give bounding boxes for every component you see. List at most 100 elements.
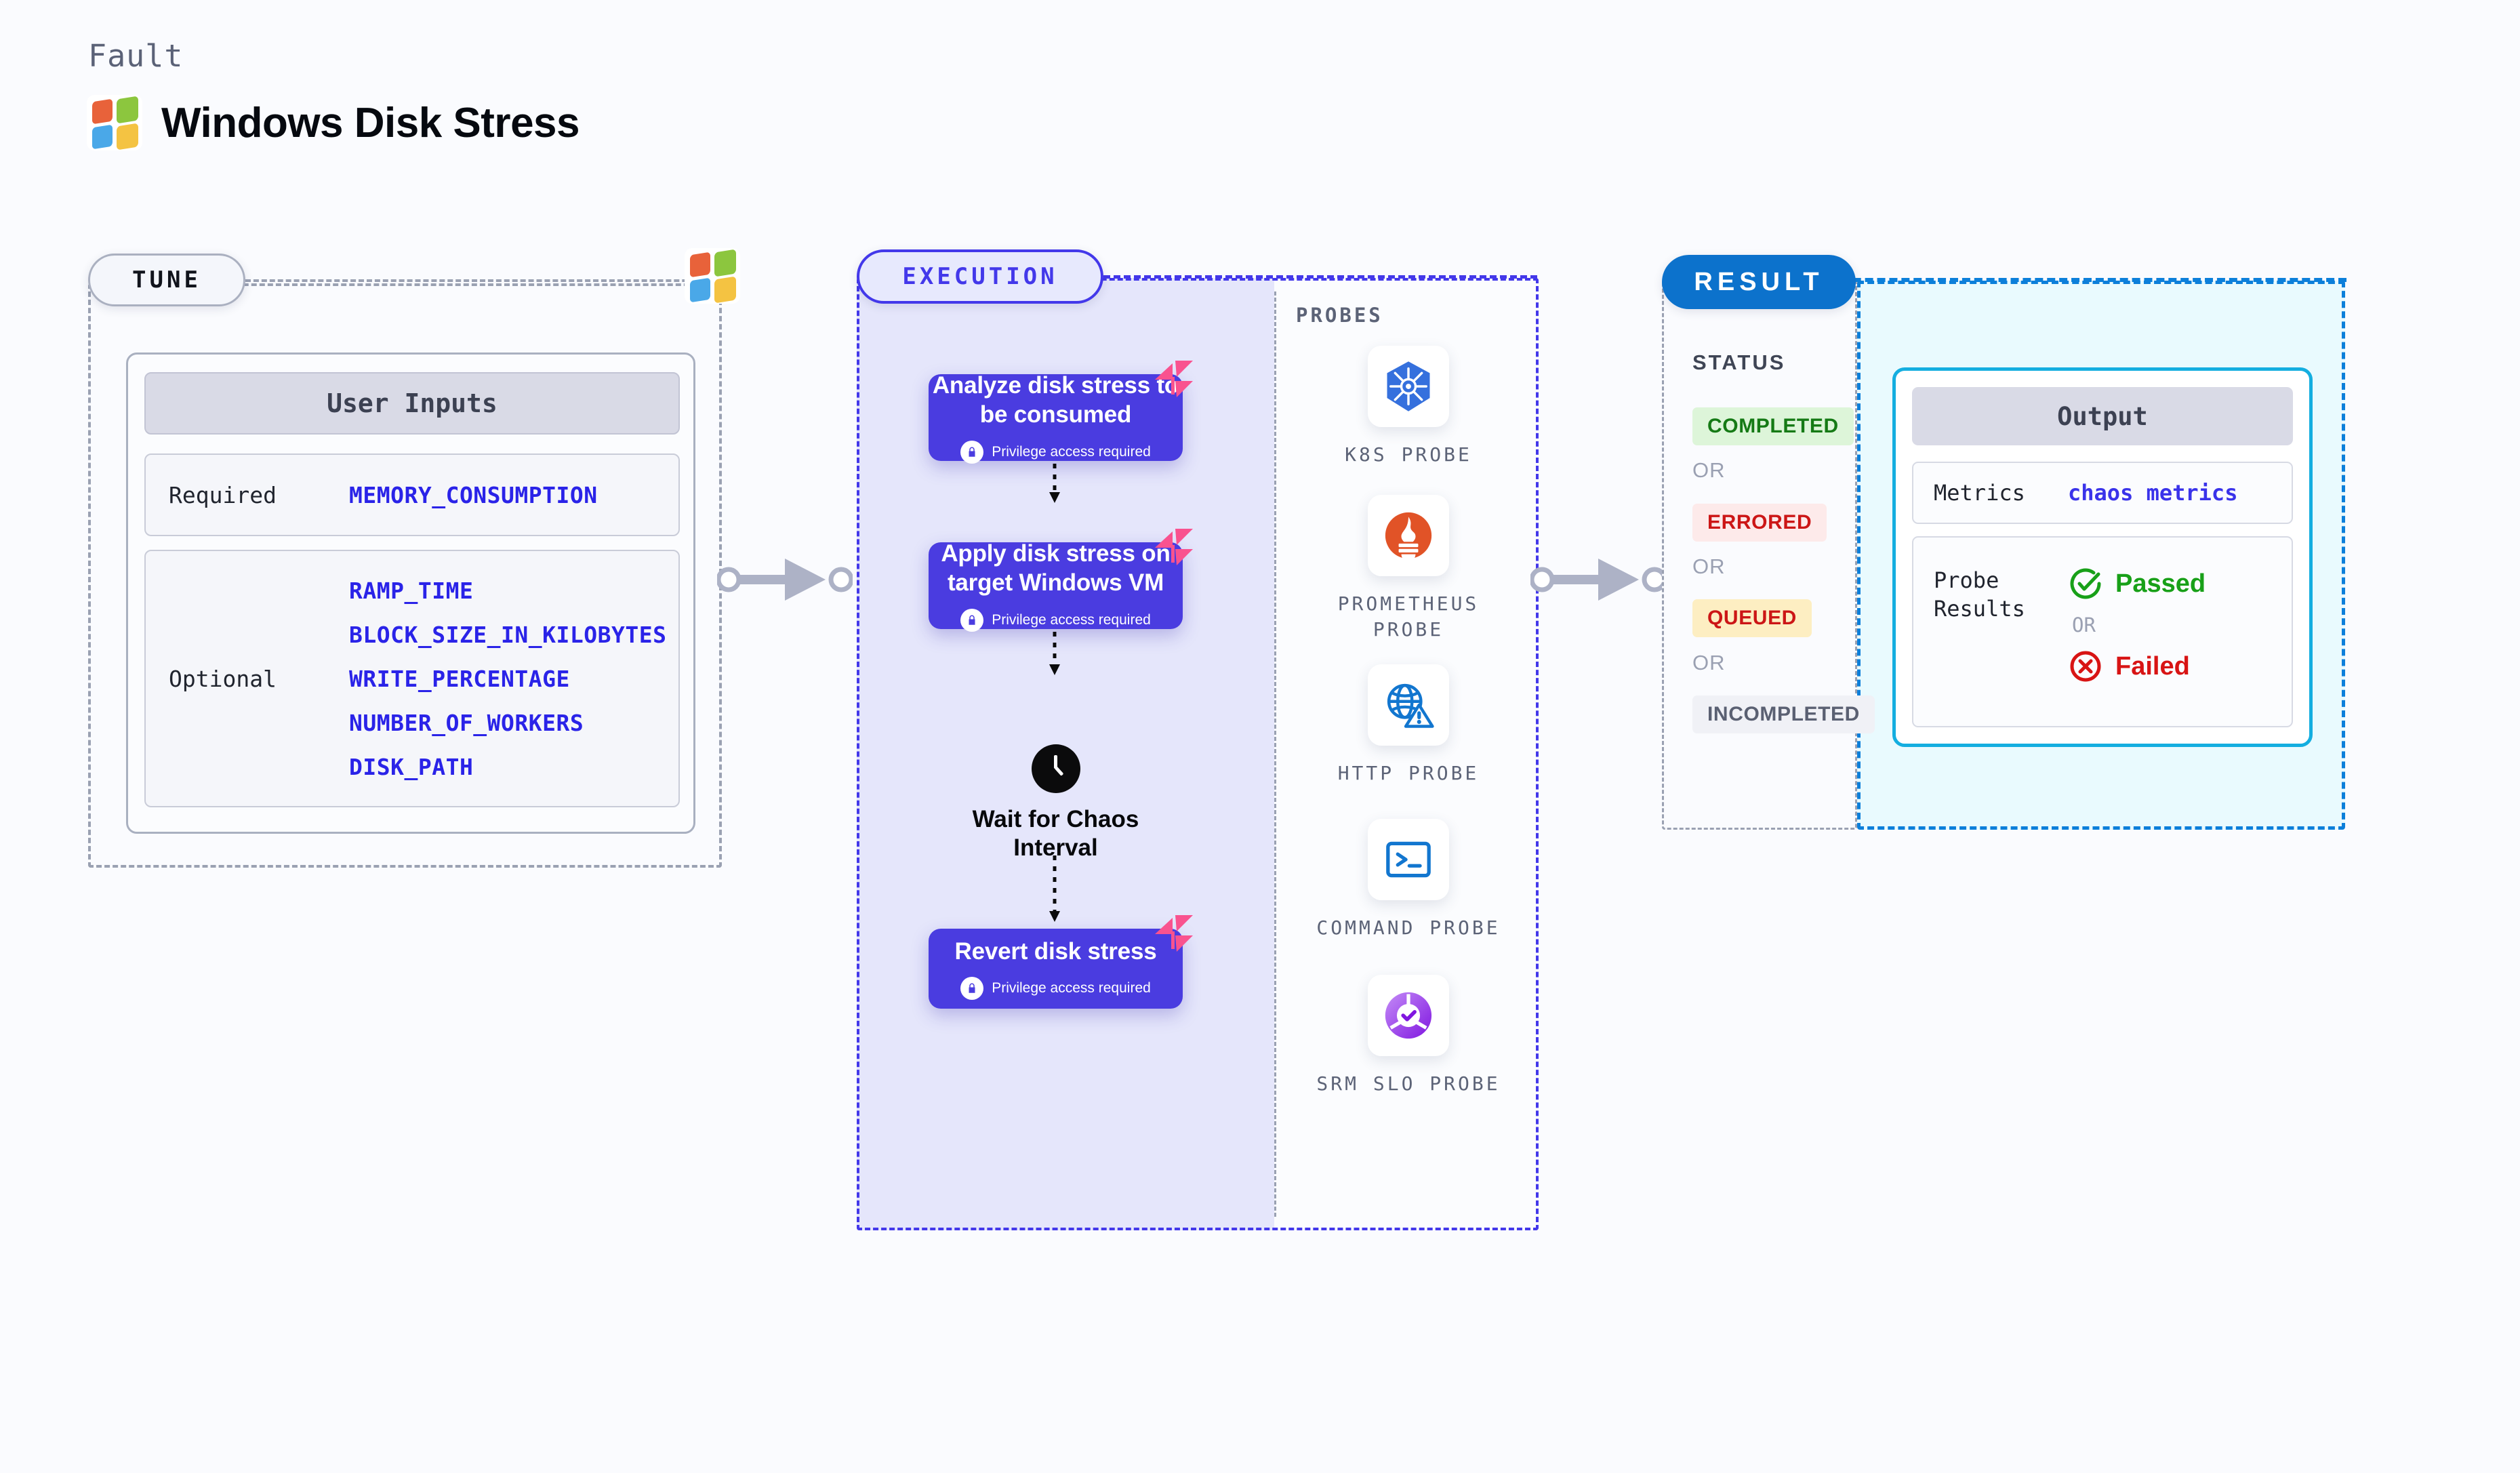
row-label-required: Required	[169, 481, 277, 508]
windows-logo-icon	[87, 95, 142, 150]
x-circle-icon	[2070, 651, 2101, 682]
status-badge-queued: QUEUED	[1692, 599, 1812, 637]
probe-results-values: Passed OR Failed	[2068, 566, 2206, 684]
status-label: QUEUED	[1707, 607, 1797, 629]
wait-label: Wait for Chaos Interval	[972, 806, 1139, 861]
user-inputs-card-header: User Inputs	[144, 372, 680, 435]
page-title: Windows Disk Stress	[161, 99, 580, 146]
status-label: INCOMPLETED	[1707, 703, 1860, 725]
param-ramp-time[interactable]: RAMP_TIME	[349, 577, 474, 604]
execution-stage-pill: EXECUTION	[857, 249, 1103, 304]
srm-slo-icon	[1368, 975, 1449, 1056]
http-globe-warning-icon	[1368, 664, 1449, 746]
probe-command[interactable]: COMMAND PROBE	[1307, 819, 1510, 941]
check-circle-icon	[2070, 568, 2101, 599]
param-number-of-workers[interactable]: NUMBER_OF_WORKERS	[349, 709, 584, 736]
execution-stage-box	[857, 278, 1539, 1230]
row-label-optional: Optional	[169, 665, 277, 692]
param-memory-consumption[interactable]: MEMORY_CONSUMPTION	[349, 481, 598, 508]
result-pill-label: RESULT	[1694, 267, 1824, 296]
probe-label: SRM SLO PROBE	[1316, 1072, 1501, 1095]
status-label: ERRORED	[1707, 511, 1812, 533]
status-or-1: OR	[1692, 458, 1726, 482]
privilege-note: Privilege access required	[960, 440, 1151, 464]
step-title: Revert disk stress	[954, 937, 1157, 965]
row-values-optional: RAMP_TIME BLOCK_SIZE_IN_KILOBYTES WRITE_…	[349, 578, 666, 780]
connector-tune-to-execution	[717, 559, 853, 601]
probe-prometheus[interactable]: PROMETHEUS PROBE	[1307, 495, 1510, 642]
probe-label: COMMAND PROBE	[1316, 916, 1501, 939]
status-badge-completed: COMPLETED	[1692, 407, 1854, 445]
probe-result-failed: Failed	[2068, 649, 2206, 684]
flow-arrow-3	[1049, 855, 1060, 922]
execution-step-revert[interactable]: Revert disk stress Privilege access requ…	[929, 929, 1183, 1009]
status-badge-incompleted: INCOMPLETED	[1692, 695, 1875, 733]
terminal-icon	[1368, 819, 1449, 900]
prometheus-icon	[1368, 495, 1449, 576]
flow-arrow-1	[1049, 464, 1060, 503]
failed-label: Failed	[2115, 651, 2190, 681]
kubernetes-icon	[1368, 346, 1449, 427]
probe-label: PROMETHEUS PROBE	[1337, 592, 1480, 641]
privilege-note-label: Privilege access required	[992, 443, 1151, 460]
status-title: STATUS	[1692, 350, 1786, 374]
metrics-value[interactable]: chaos metrics	[2068, 480, 2238, 506]
param-write-percentage[interactable]: WRITE_PERCENTAGE	[349, 665, 570, 692]
output-title: Output	[2057, 401, 2148, 431]
execution-step-analyze[interactable]: Analyze disk stress to be consumed Privi…	[929, 372, 1183, 464]
privilege-note-label: Privilege access required	[992, 611, 1151, 628]
status-label: COMPLETED	[1707, 415, 1839, 437]
metrics-label: Metrics	[1934, 479, 2025, 506]
status-or-2: OR	[1692, 554, 1726, 578]
step-title: Apply disk stress on target Windows VM	[941, 540, 1171, 596]
probes-fill	[1274, 278, 1539, 1230]
probe-results-or: OR	[2072, 613, 2096, 637]
privilege-note: Privilege access required	[960, 977, 1151, 1001]
param-disk-path[interactable]: DISK_PATH	[349, 753, 474, 780]
page-kicker: Fault	[88, 38, 184, 74]
row-values-required: MEMORY_CONSUMPTION	[349, 482, 598, 508]
result-status-box	[1662, 281, 1857, 830]
tune-pill-label: TUNE	[132, 266, 201, 294]
user-inputs-row-required: Required MEMORY_CONSUMPTION	[144, 453, 680, 536]
probes-divider	[1274, 291, 1276, 1217]
lock-icon	[960, 977, 984, 1001]
probes-title: PROBES	[1296, 304, 1383, 327]
privilege-note-label: Privilege access required	[992, 980, 1151, 996]
lock-icon	[960, 608, 984, 632]
clock-icon	[1031, 744, 1080, 793]
execution-pill-connector	[1103, 275, 1537, 279]
privilege-note: Privilege access required	[960, 608, 1151, 632]
status-or-3: OR	[1692, 651, 1726, 674]
chaos-badge-icon-1	[1155, 361, 1193, 397]
probe-http[interactable]: HTTP PROBE	[1307, 664, 1510, 786]
chaos-badge-icon-3	[1155, 915, 1193, 952]
probe-result-passed: Passed	[2068, 566, 2206, 601]
probe-label: HTTP PROBE	[1337, 762, 1480, 784]
status-badge-errored: ERRORED	[1692, 504, 1827, 542]
execution-step-apply[interactable]: Apply disk stress on target Windows VM P…	[929, 540, 1183, 632]
user-inputs-card: User Inputs Required MEMORY_CONSUMPTION …	[126, 352, 695, 834]
step-title: Analyze disk stress to be consumed	[932, 372, 1179, 428]
chaos-badge-icon-2	[1155, 529, 1193, 565]
output-card-header: Output	[1912, 387, 2293, 445]
probe-k8s[interactable]: K8S PROBE	[1307, 346, 1510, 468]
result-pill-connector	[1816, 278, 2346, 282]
user-inputs-row-optional: Optional RAMP_TIME BLOCK_SIZE_IN_KILOBYT…	[144, 550, 680, 807]
tune-pill-connector	[245, 279, 720, 282]
tune-stage-pill: TUNE	[88, 254, 245, 306]
wait-for-chaos-interval: Wait for Chaos Interval	[962, 744, 1149, 862]
lock-icon	[960, 440, 984, 464]
probe-label: K8S PROBE	[1345, 443, 1472, 466]
flow-arrow-2	[1049, 632, 1060, 675]
probe-srm-slo[interactable]: SRM SLO PROBE	[1307, 975, 1510, 1097]
result-stage-pill: RESULT	[1662, 255, 1856, 309]
execution-pill-label: EXECUTION	[902, 263, 1058, 290]
page-title-row: Windows Disk Stress	[87, 95, 580, 150]
param-block-size-in-kilobytes[interactable]: BLOCK_SIZE_IN_KILOBYTES	[349, 621, 667, 648]
user-inputs-title: User Inputs	[327, 388, 497, 418]
